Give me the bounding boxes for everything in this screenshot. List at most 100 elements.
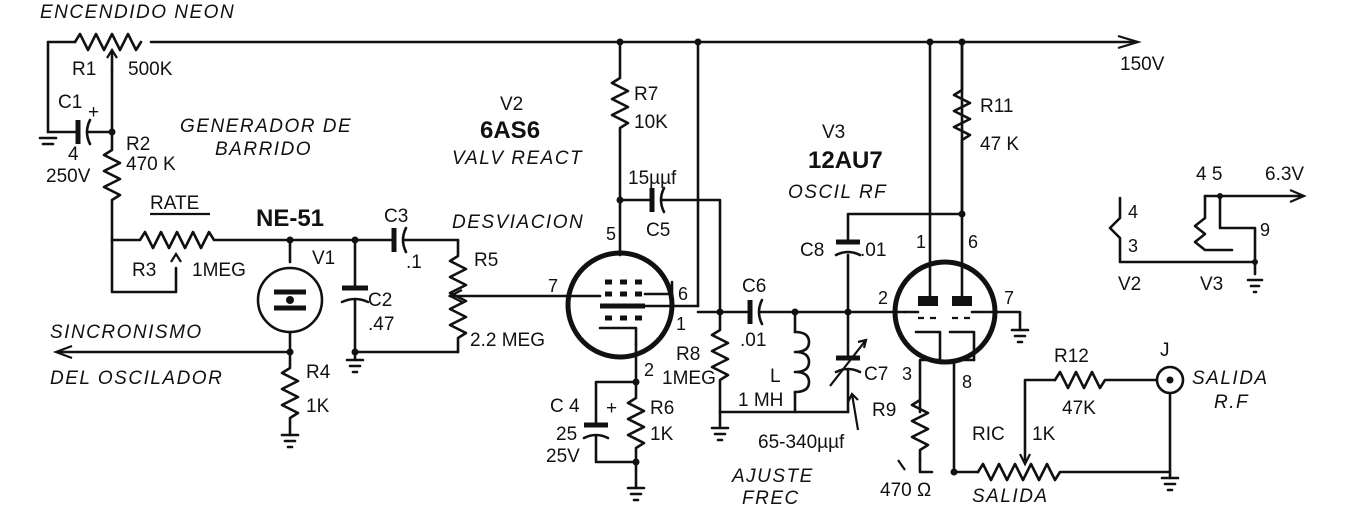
r2-name: R2	[126, 134, 150, 155]
c4-name: C 4	[550, 396, 580, 417]
v3-desc: OSCIL RF	[788, 182, 887, 203]
c2-name: C2	[368, 290, 392, 311]
salida-knob-label: SALIDA	[972, 486, 1049, 507]
filament-pin-9: 9	[1260, 220, 1270, 240]
r1-name: R1	[72, 59, 96, 80]
sync-label-1: SINCRONISMO	[50, 322, 203, 343]
c7-variable-capacitor	[829, 310, 868, 431]
filament-pin-4: 4	[1128, 202, 1138, 222]
v3-type: 12AU7	[808, 147, 883, 174]
filament-network	[1108, 188, 1307, 294]
r7-resistor	[610, 40, 630, 204]
c1-name: C1	[58, 92, 82, 113]
c7-value: 65-340µµf	[758, 432, 845, 453]
r3-name: R3	[132, 260, 156, 281]
r7-name: R7	[634, 84, 658, 105]
l-value: 1 MH	[738, 390, 783, 411]
title-label: ENCENDIDO NEON	[40, 2, 235, 23]
c3-capacitor	[391, 226, 460, 254]
v3-name: V3	[822, 122, 845, 143]
r12-name: R12	[1054, 346, 1089, 367]
desviacion-label: DESVIACION	[452, 212, 584, 233]
l-inductor	[793, 310, 811, 414]
filament-v3-label: V3	[1200, 274, 1223, 295]
v2-pin-5: 5	[606, 224, 616, 244]
supply-rail	[46, 32, 1142, 52]
filament-pins-label: 4 5	[1196, 164, 1222, 185]
c5-capacitor	[618, 40, 724, 316]
v2-pin-6: 6	[678, 284, 688, 304]
output-network	[950, 365, 1185, 492]
c8-value: .01	[860, 240, 886, 261]
r10-name: RIC	[972, 424, 1005, 445]
generator-label-1: GENERADOR DE	[180, 116, 352, 137]
sync-label-2: DEL OSCILADOR	[50, 368, 223, 389]
r11-name: R11	[980, 96, 1013, 117]
r5-value: 2.2 MEG	[470, 330, 545, 351]
c5-name: C5	[646, 220, 670, 241]
r2-resistor	[102, 130, 122, 242]
v2-pin-1: 1	[676, 314, 686, 334]
c4-plus: +	[606, 398, 617, 419]
v3-pin-3: 3	[902, 364, 912, 384]
c6-value: .01	[740, 330, 766, 351]
c8-name: C8	[800, 240, 824, 261]
c4-capacitor	[582, 378, 640, 466]
r11-value: 47 K	[980, 134, 1019, 155]
c6-name: C6	[742, 276, 766, 297]
r8-value: 1MEG	[662, 368, 716, 389]
r8-resistor	[710, 310, 850, 442]
ajuste-label-2: FREC	[742, 488, 800, 509]
r4-resistor	[280, 350, 300, 449]
r8-name: R8	[676, 344, 700, 365]
r4-name: R4	[306, 362, 331, 383]
rate-label: RATE	[150, 193, 199, 214]
v2-type: 6AS6	[480, 117, 540, 144]
r6-name: R6	[650, 398, 674, 419]
r6-value: 1K	[650, 424, 674, 445]
c3-value: .1	[406, 252, 422, 273]
r9-resistor	[897, 398, 934, 474]
salida-rf-label-2: R.F	[1214, 392, 1249, 413]
generator-label-2: BARRIDO	[215, 139, 312, 160]
filament-v2-label: V2	[1118, 274, 1141, 295]
r4-value: 1K	[306, 396, 330, 417]
r6-resistor	[626, 380, 646, 502]
heater-voltage-label: 6.3V	[1265, 164, 1304, 185]
r12-value: 47K	[1062, 398, 1096, 419]
v1-label: V1	[312, 248, 335, 269]
r1-value: 500K	[128, 59, 173, 80]
r7-value: 10K	[634, 112, 668, 133]
r3-value: 1MEG	[192, 260, 246, 281]
v2-pin-7: 7	[548, 276, 558, 296]
ne51-label: NE-51	[256, 205, 324, 232]
c1-value-a: 4	[68, 144, 79, 165]
l-name: L	[770, 366, 781, 387]
c7-name: C7	[864, 364, 888, 385]
v2-tube	[564, 198, 700, 384]
v3-pin-2: 2	[878, 288, 888, 308]
ajuste-label-1: AJUSTE	[731, 466, 814, 487]
supply-voltage-label: 150V	[1120, 54, 1165, 75]
v3-pin-1: 1	[916, 232, 926, 252]
c1-value-b: 250V	[46, 166, 91, 187]
r9-name: R9	[872, 400, 896, 421]
r11-resistor	[952, 40, 972, 216]
r10-value: 1K	[1032, 424, 1056, 445]
filament-pin-3: 3	[1128, 236, 1138, 256]
v2-name: V2	[500, 94, 523, 115]
v2-desc: VALV REACT	[452, 148, 583, 169]
r1-pot	[46, 40, 118, 136]
c1-plus: +	[88, 102, 99, 123]
c4-value-b: 25V	[546, 446, 580, 467]
v3-pin-8: 8	[962, 372, 972, 392]
v3-pin-6: 6	[968, 232, 978, 252]
r9-value: 470 Ω	[880, 480, 931, 501]
c5-value: 15µµf	[628, 168, 677, 189]
c3-name: C3	[384, 206, 408, 227]
c2-capacitor	[288, 238, 394, 374]
v3-pin-7: 7	[1004, 288, 1014, 308]
c1-capacitor	[38, 118, 114, 146]
r2-value: 470 K	[126, 154, 176, 175]
